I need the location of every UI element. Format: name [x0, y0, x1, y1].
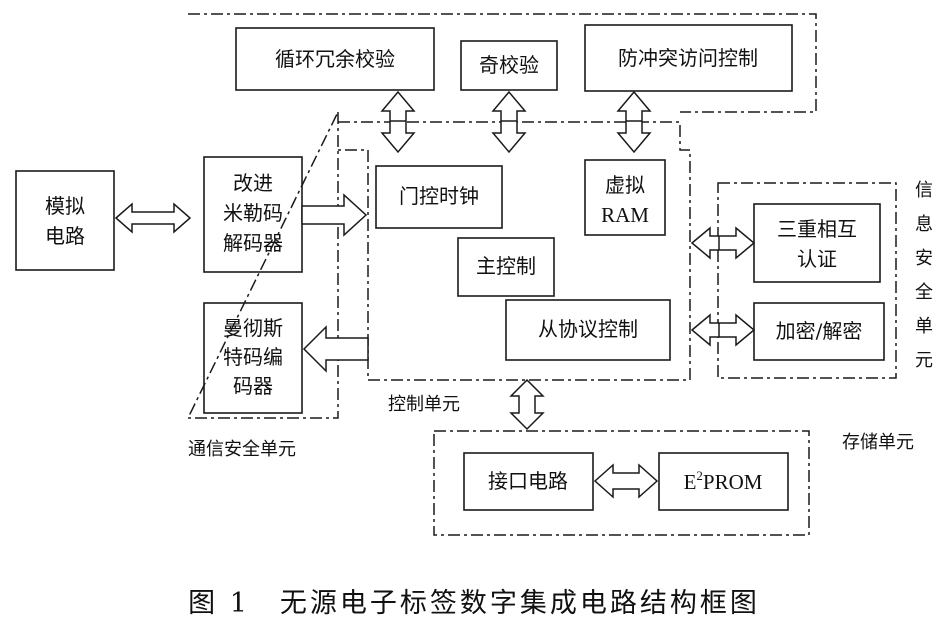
analog-circuit-label-2: 电路 — [45, 224, 85, 248]
manchester-encoder-label-1: 曼彻斯 — [223, 316, 283, 340]
interface-circuit-label: 接口电路 — [488, 469, 568, 493]
region-control-outline — [338, 121, 691, 381]
region-info-security-label-1: 信 — [915, 180, 933, 201]
region-control-label: 控制单元 — [388, 394, 460, 415]
analog-circuit-label-1: 模拟 — [45, 194, 85, 218]
gate-clock-block — [375, 165, 503, 229]
eeprom-label-rest: PROM — [703, 470, 763, 494]
eeprom-label-sup: 2 — [696, 468, 703, 483]
virtual-ram-label-1: 虚拟 — [605, 173, 645, 197]
crc-check-block — [235, 27, 435, 91]
main-control-block — [457, 237, 555, 297]
region-comm-security-outline — [186, 13, 817, 419]
crc-check-label: 循环冗余校验 — [275, 47, 395, 71]
anticollision-block — [584, 24, 793, 92]
eeprom-label-e: E — [684, 470, 697, 494]
virtual-ram-label-2: RAM — [601, 203, 649, 227]
region-info-security-label-6: 元 — [915, 350, 933, 371]
parity-check-block — [460, 40, 558, 91]
triple-auth-label-1: 三重相互 — [777, 217, 857, 241]
region-info-security-label-4: 全 — [915, 282, 933, 303]
slave-protocol-block — [505, 299, 671, 361]
miller-decoder-label-3: 解码器 — [223, 231, 283, 255]
interface-circuit-block — [463, 452, 594, 511]
anticollision-label: 防冲突访问控制 — [618, 46, 758, 70]
region-storage-label: 存储单元 — [842, 432, 914, 453]
arrow-parity-control — [491, 90, 527, 154]
region-info-security-outline — [717, 182, 897, 379]
arrow-crc-control — [380, 90, 416, 154]
manchester-encoder-block — [203, 302, 303, 414]
arrow-miller-control — [301, 193, 368, 237]
main-control-label: 主控制 — [476, 254, 536, 278]
eeprom-block — [658, 452, 789, 511]
region-info-security-label-5: 单 — [915, 316, 933, 337]
arrow-control-triple-auth — [690, 226, 756, 260]
figure-caption: 图 1 无源电子标签数字集成电路结构框图 — [188, 588, 760, 619]
arrow-analog-miller — [114, 202, 192, 234]
miller-decoder-label-1: 改进 — [233, 171, 273, 195]
arrow-interface-eeprom — [593, 463, 659, 499]
arrow-control-manchester — [302, 325, 369, 373]
virtual-ram-block — [584, 159, 666, 236]
arrow-control-encrypt — [690, 313, 756, 347]
region-storage-outline — [433, 430, 810, 536]
slave-protocol-label: 从协议控制 — [538, 317, 638, 341]
parity-check-label: 奇校验 — [479, 53, 539, 77]
manchester-encoder-label-3: 码器 — [233, 374, 273, 398]
miller-decoder-label-2: 米勒码 — [223, 201, 283, 225]
gate-clock-label: 门控时钟 — [399, 184, 479, 208]
region-comm-security-label: 通信安全单元 — [188, 439, 296, 460]
arrow-anticollision-control — [616, 90, 652, 154]
arrow-control-storage — [509, 378, 545, 431]
manchester-encoder-label-2: 特码编 — [223, 345, 283, 369]
region-info-security-label-2: 息 — [915, 214, 933, 235]
region-info-security-label-3: 安 — [915, 248, 933, 269]
triple-auth-label-2: 认证 — [797, 247, 837, 271]
encrypt-decrypt-label: 加密/解密 — [776, 319, 863, 343]
eeprom-label: E2PROM — [684, 468, 763, 494]
encrypt-decrypt-block — [753, 302, 885, 361]
analog-circuit-block — [15, 170, 115, 271]
